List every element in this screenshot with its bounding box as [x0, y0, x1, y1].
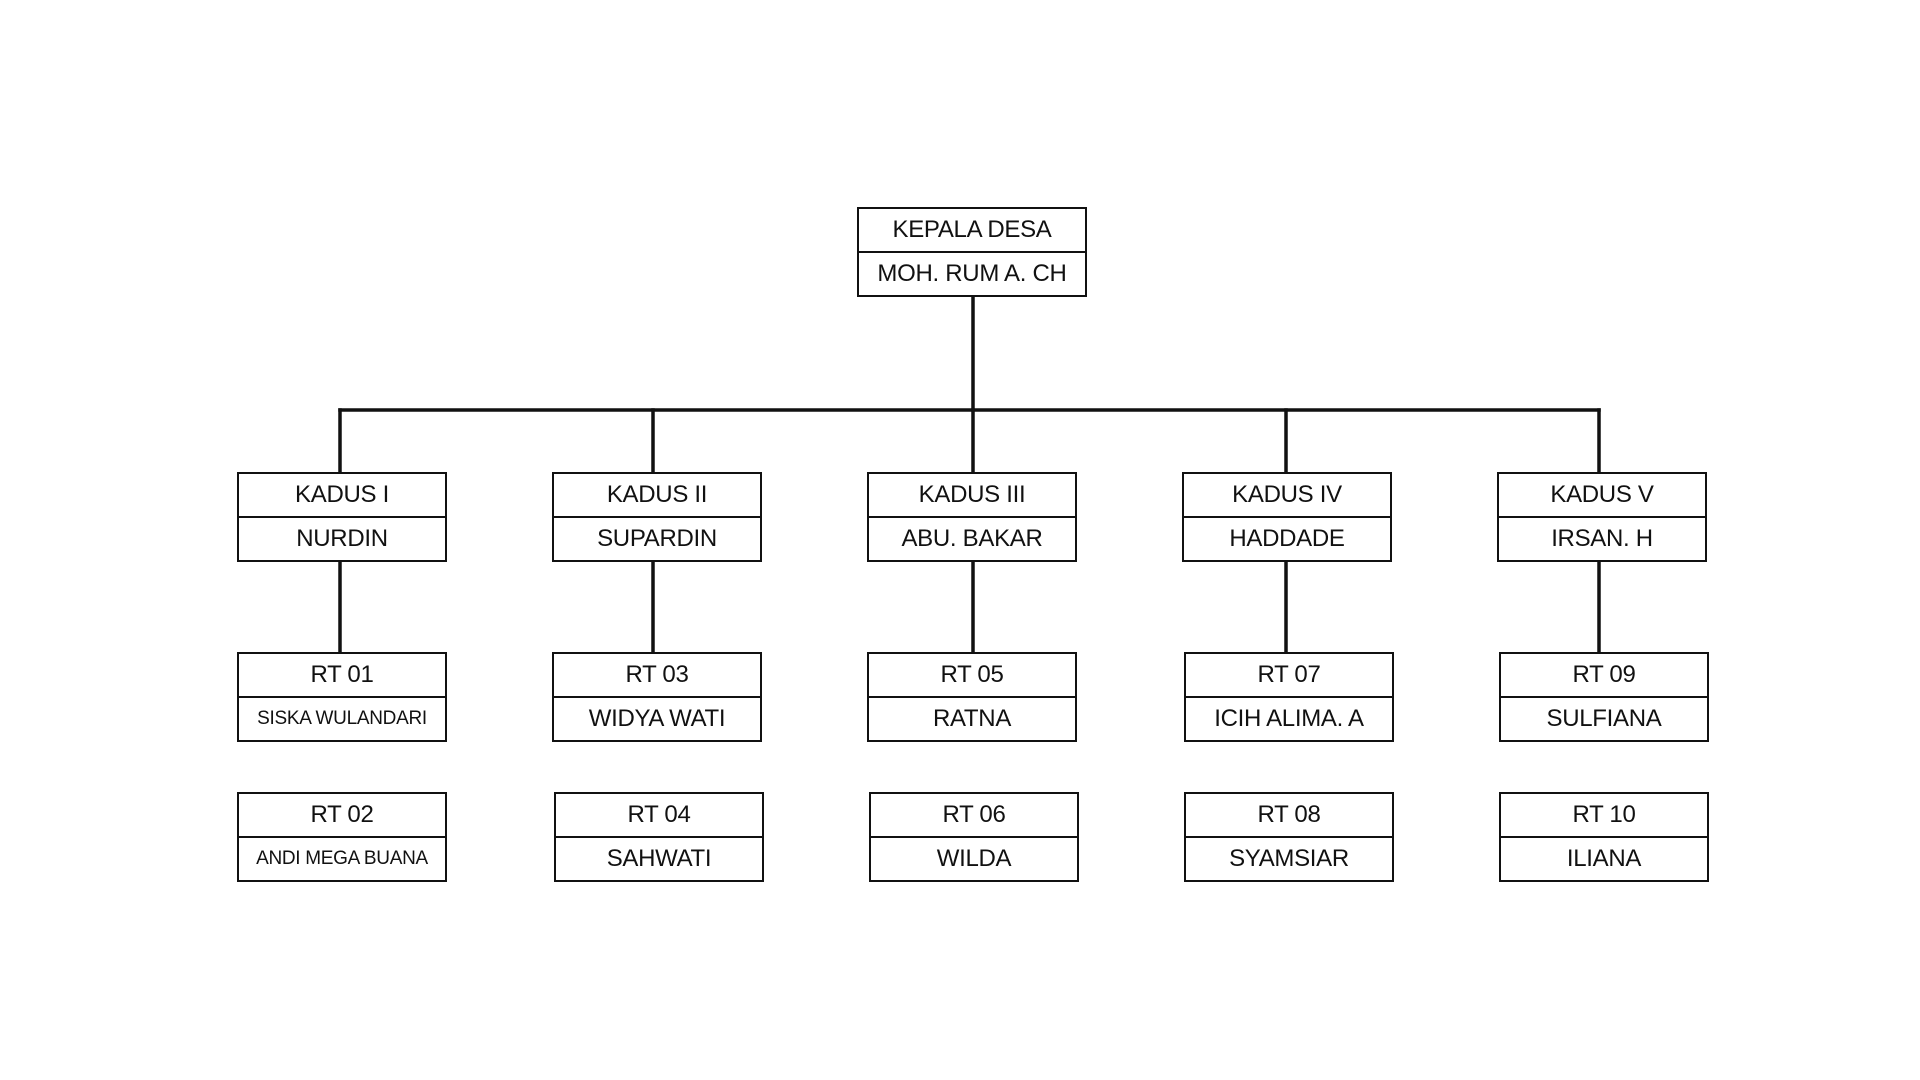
node-role: KADUS V: [1499, 474, 1705, 518]
node-rt-08: RT 08 SYAMSIAR: [1184, 792, 1394, 882]
node-role: RT 08: [1186, 794, 1392, 838]
node-person-name: ANDI MEGA BUANA: [256, 848, 428, 869]
node-role: KADUS IV: [1184, 474, 1390, 518]
node-rt-02: RT 02 ANDI MEGA BUANA: [237, 792, 447, 882]
node-role: RT 06: [871, 794, 1077, 838]
node-person-name: SAHWATI: [606, 845, 712, 872]
node-role: KEPALA DESA: [859, 209, 1085, 253]
node-rt-09: RT 09 SULFIANA: [1499, 652, 1709, 742]
node-rt-03: RT 03 WIDYA WATI: [552, 652, 762, 742]
node-person-name: SUPARDIN: [597, 525, 717, 552]
node-role: KADUS II: [554, 474, 760, 518]
node-person-name: SISKA WULANDARI: [257, 708, 427, 729]
node-person-name: WIDYA WATI: [588, 705, 726, 732]
node-person-name: ABU. BAKAR: [901, 525, 1043, 552]
node-rt-10: RT 10 ILIANA: [1499, 792, 1709, 882]
node-role: KADUS I: [239, 474, 445, 518]
node-person-name: SULFIANA: [1546, 705, 1662, 732]
node-person-name: ILIANA: [1566, 845, 1642, 872]
node-role: RT 02: [239, 794, 445, 838]
node-person-name: ICIH ALIMA. A: [1214, 705, 1364, 732]
node-person-name: HADDADE: [1229, 525, 1345, 552]
node-role: RT 03: [554, 654, 760, 698]
node-person-name: SYAMSIAR: [1229, 845, 1349, 872]
node-role: RT 01: [239, 654, 445, 698]
node-rt-07: RT 07 ICIH ALIMA. A: [1184, 652, 1394, 742]
node-role: KADUS III: [869, 474, 1075, 518]
node-person-name: IRSAN. H: [1551, 525, 1653, 552]
node-role: RT 09: [1501, 654, 1707, 698]
node-rt-05: RT 05 RATNA: [867, 652, 1077, 742]
node-person-name: NURDIN: [296, 525, 388, 552]
node-rt-01: RT 01 SISKA WULANDARI: [237, 652, 447, 742]
node-role: RT 04: [556, 794, 762, 838]
node-kadus-3: KADUS III ABU. BAKAR: [867, 472, 1077, 562]
node-kadus-4: KADUS IV HADDADE: [1182, 472, 1392, 562]
node-role: RT 10: [1501, 794, 1707, 838]
node-role: RT 05: [869, 654, 1075, 698]
node-person-name: MOH. RUM A. CH: [877, 260, 1067, 287]
node-role: RT 07: [1186, 654, 1392, 698]
node-rt-04: RT 04 SAHWATI: [554, 792, 764, 882]
node-person-name: RATNA: [932, 705, 1012, 732]
node-kadus-5: KADUS V IRSAN. H: [1497, 472, 1707, 562]
node-rt-06: RT 06 WILDA: [869, 792, 1079, 882]
node-person-name: WILDA: [936, 845, 1012, 872]
node-kadus-2: KADUS II SUPARDIN: [552, 472, 762, 562]
node-kepala-desa: KEPALA DESA MOH. RUM A. CH: [857, 207, 1087, 297]
node-kadus-1: KADUS I NURDIN: [237, 472, 447, 562]
